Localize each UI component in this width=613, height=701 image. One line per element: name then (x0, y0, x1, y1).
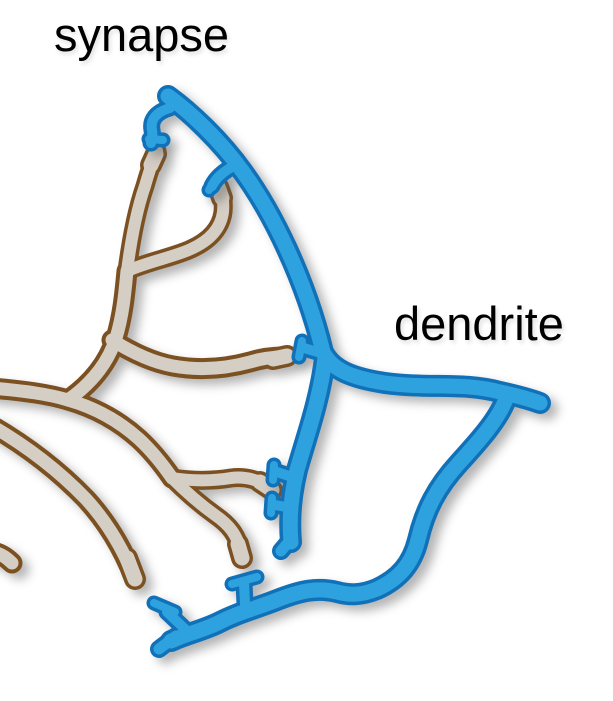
spine-head-fill (271, 498, 272, 513)
axon-terminal-bouton-fill (273, 356, 287, 359)
dendritic-spine-fill (275, 505, 292, 508)
spine-head-fill (149, 139, 163, 140)
axon-terminal-bouton-fill (238, 544, 242, 558)
spine-head-fill (273, 465, 274, 480)
dendrite-middle-branch-fill (290, 358, 325, 542)
axon-edge-stub-fill (0, 552, 12, 563)
axon-terminal-bouton-fill (127, 558, 135, 579)
axon-shape (0, 151, 287, 579)
dendritic-spine-fill (277, 472, 295, 478)
dendritic-spine-fill (304, 348, 324, 354)
axon-terminal-bouton-fill (151, 154, 156, 165)
synapse-label: synapse (54, 8, 230, 61)
dendritic-spine-fill (244, 583, 245, 604)
dendrite-label: dendrite (394, 297, 564, 350)
spine-head-fill (299, 341, 302, 357)
